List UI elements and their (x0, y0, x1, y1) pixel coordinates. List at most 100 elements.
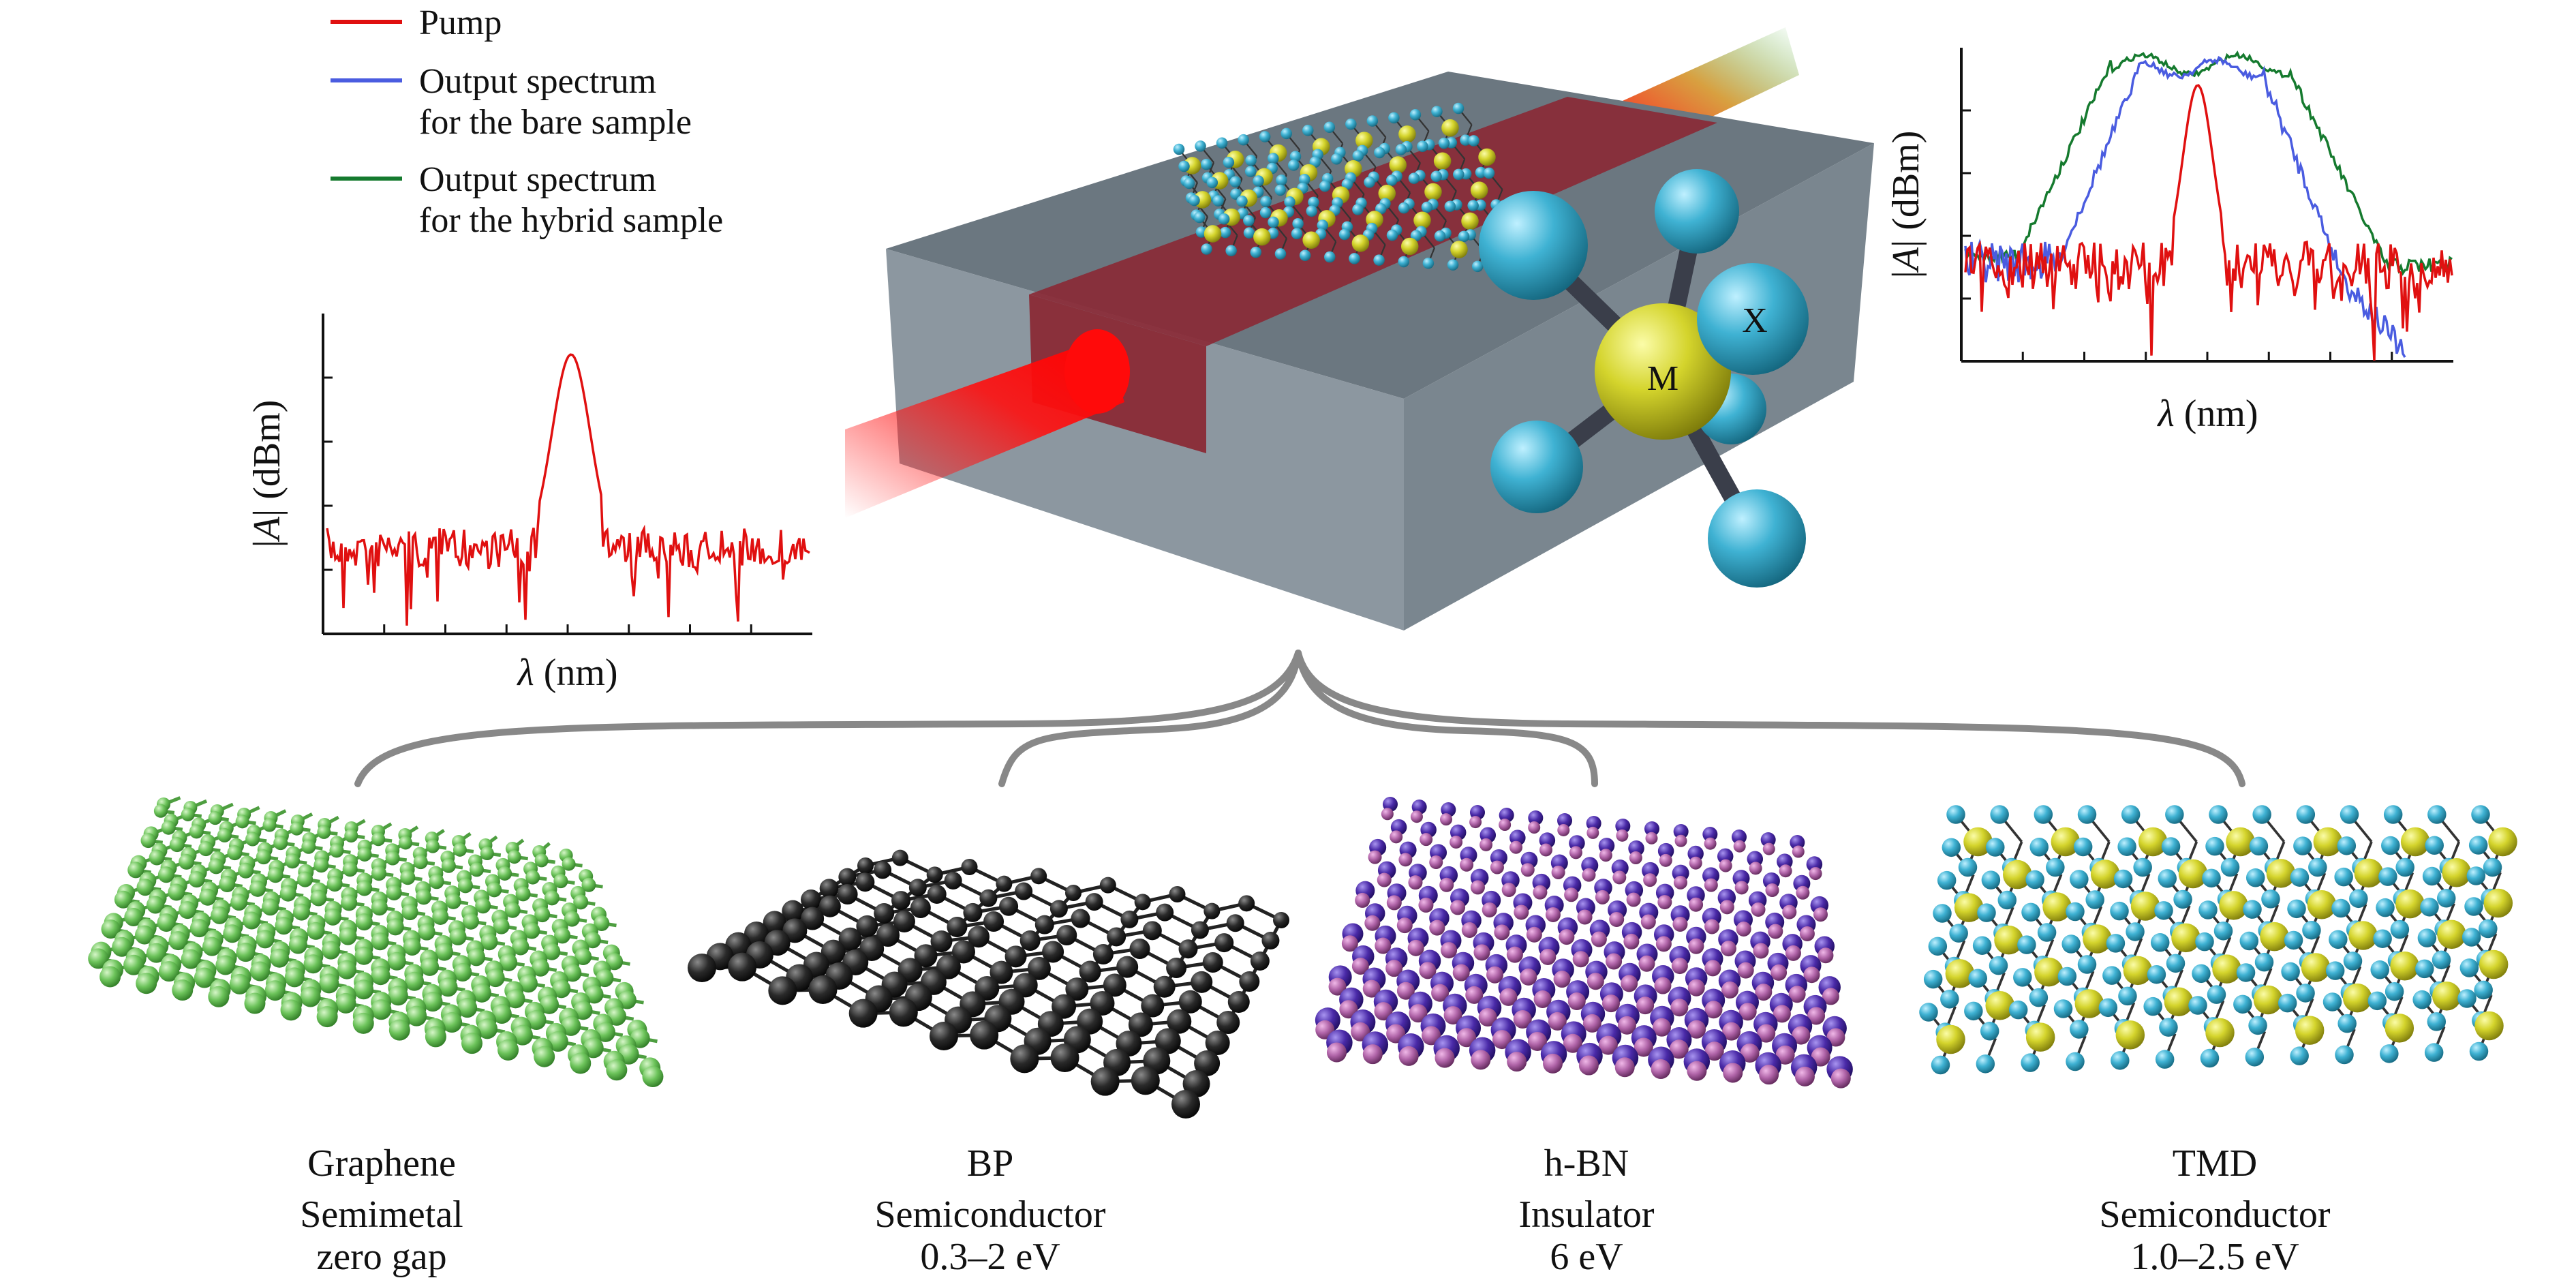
atom (926, 866, 943, 883)
atom (1616, 829, 1629, 842)
material-gap: zero gap (316, 1236, 446, 1278)
atom (405, 971, 425, 991)
atom (1494, 924, 1510, 941)
atom (2390, 919, 2410, 939)
atom (297, 871, 313, 887)
atom (996, 875, 1013, 892)
atom (1968, 969, 1987, 988)
atom (211, 906, 229, 924)
atom (2207, 985, 2226, 1004)
atom (275, 917, 293, 935)
atom (1591, 931, 1607, 947)
atom (1689, 897, 1704, 912)
atom (1050, 1044, 1079, 1072)
atom (801, 889, 821, 910)
atom (1323, 121, 1336, 133)
atom (728, 952, 757, 982)
atom (401, 904, 418, 921)
atom (1243, 215, 1255, 226)
atom (1509, 840, 1523, 854)
atom (1977, 903, 1996, 922)
atom (2322, 992, 2342, 1011)
atom (1030, 868, 1047, 885)
atom (316, 1006, 338, 1028)
atom (1216, 1011, 1240, 1034)
atom (1056, 925, 1077, 945)
atom (2313, 827, 2343, 857)
atom (469, 862, 484, 877)
atom (1429, 919, 1445, 936)
atom (2325, 961, 2345, 980)
atom (2331, 898, 2350, 918)
atom (1440, 813, 1453, 826)
atom (2427, 1012, 2447, 1031)
atom (2198, 900, 2218, 919)
atom (2166, 954, 2186, 973)
material-name: h-BN (1544, 1142, 1629, 1185)
atom (1919, 1003, 1938, 1022)
atom (1284, 196, 1295, 208)
atom (223, 924, 242, 943)
atom (1507, 1052, 1527, 1072)
atom (146, 896, 164, 914)
atom (445, 893, 461, 909)
atom (1107, 927, 1126, 947)
material-bp: BP Semiconductor 0.3–2 eV (874, 1142, 1105, 1278)
atom (947, 917, 968, 937)
atom (385, 851, 400, 866)
atom (2161, 837, 2181, 856)
atom (1704, 1041, 1724, 1061)
atom (1586, 973, 1604, 990)
atom (1398, 202, 1410, 214)
atom (435, 943, 453, 961)
atom (1653, 1018, 1672, 1037)
atom (2367, 991, 2387, 1011)
atom (554, 927, 571, 944)
atom (2057, 967, 2077, 986)
atom (1617, 1016, 1636, 1035)
atom (1499, 819, 1512, 832)
atom (1413, 211, 1431, 229)
atom (1788, 986, 1806, 1003)
atom (2427, 805, 2447, 824)
atom (1452, 102, 1465, 115)
atom (250, 961, 271, 982)
atom (356, 880, 373, 896)
atom (2171, 923, 2201, 953)
atom (1065, 977, 1089, 1001)
atom (1243, 227, 1255, 239)
atom (1178, 939, 1198, 959)
atom (493, 917, 510, 934)
atom (1206, 177, 1218, 189)
atom (208, 858, 224, 874)
atom (1799, 926, 1815, 941)
atom (1324, 251, 1336, 263)
atom (2342, 983, 2372, 1013)
atom (2126, 922, 2145, 941)
atom (179, 901, 197, 919)
atom (1368, 850, 1382, 864)
atom (146, 943, 166, 963)
atom (2437, 919, 2466, 949)
atom (1328, 977, 1347, 996)
atom (2205, 1018, 2235, 1048)
atom (399, 836, 413, 850)
atom (1942, 838, 1961, 857)
atom (1794, 1066, 1815, 1086)
atom (1733, 840, 1746, 853)
atom (1645, 832, 1658, 845)
atom (1578, 1055, 1599, 1076)
atom (487, 882, 502, 898)
atom (2385, 982, 2404, 1001)
atom (1773, 1005, 1791, 1023)
atom (2245, 868, 2265, 887)
atom (1526, 926, 1542, 943)
atom (262, 818, 277, 832)
atom (606, 953, 624, 971)
atom (1528, 821, 1541, 834)
atom (1154, 1028, 1181, 1054)
atom (581, 877, 596, 892)
atom (1657, 842, 1674, 859)
atom (1595, 889, 1610, 904)
material-gap: 0.3–2 eV (920, 1236, 1060, 1278)
